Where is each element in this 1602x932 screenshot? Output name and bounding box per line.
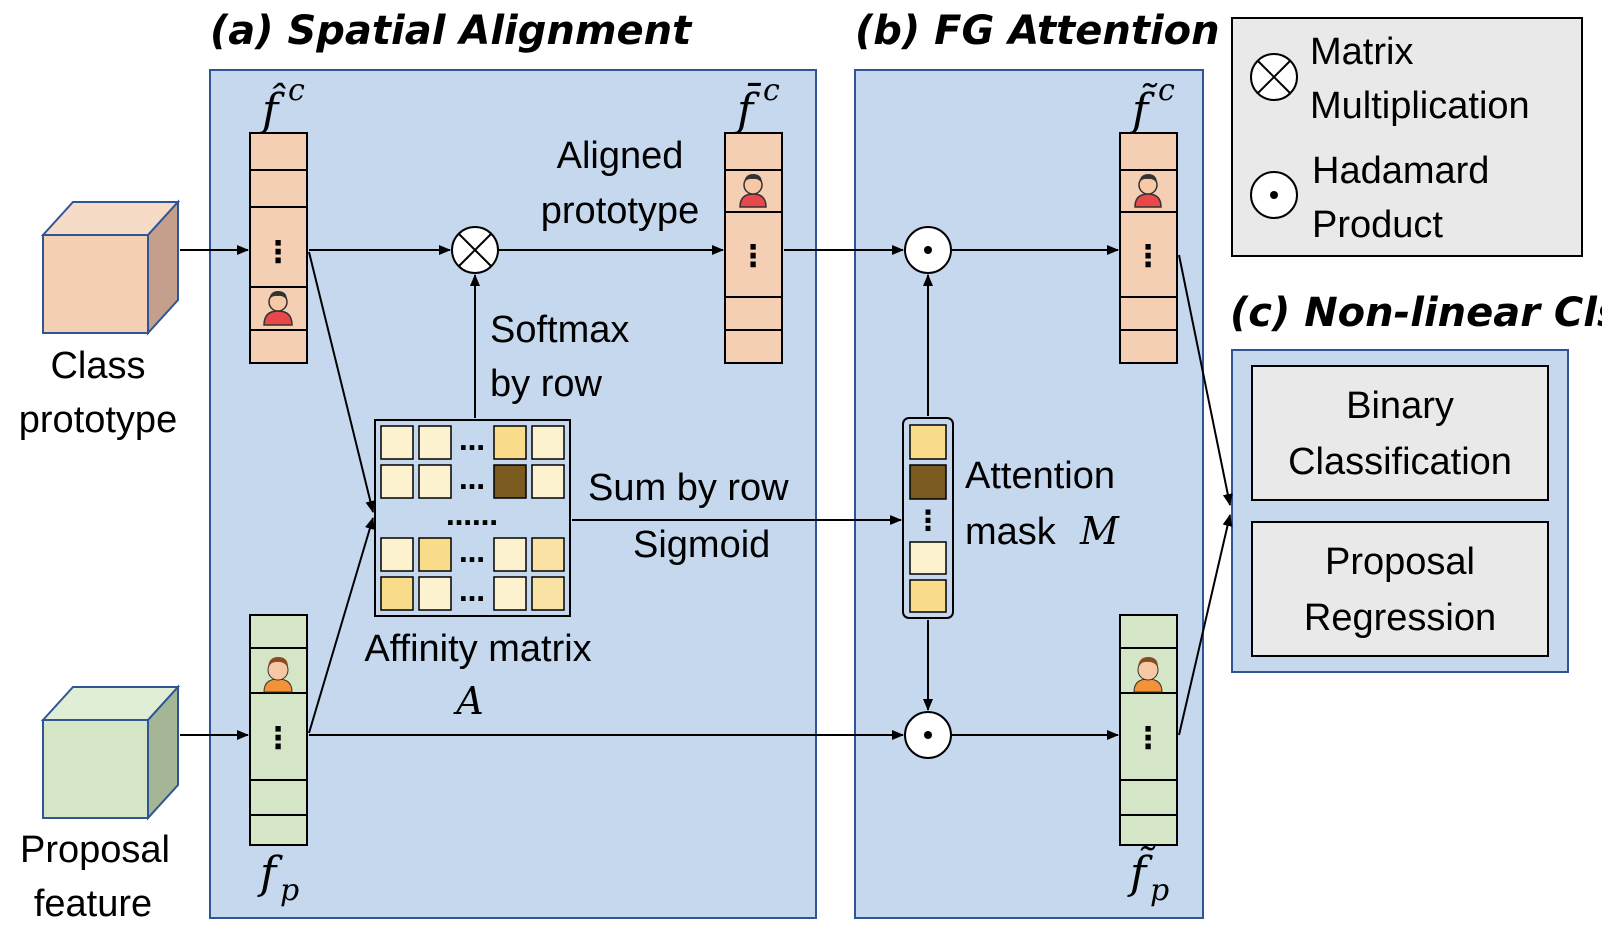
hadamard-op-bottom <box>904 711 952 759</box>
f-tilde-p-subscript: p <box>1150 873 1169 908</box>
mask-symbol: M <box>1079 509 1120 553</box>
legend-matrix-line2: Multiplication <box>1310 85 1530 127</box>
svg-text:⋮: ⋮ <box>914 504 942 537</box>
legend-matrix-line1: Matrix <box>1310 31 1413 73</box>
svg-text:⋮: ⋮ <box>1133 721 1163 756</box>
proposal-feature-label-line1: Proposal <box>20 829 170 871</box>
svg-text:……: …… <box>446 502 498 532</box>
legend-box <box>1231 17 1583 257</box>
affinity-matrix-label: Affinity matrix <box>364 628 591 670</box>
svg-text:⋮: ⋮ <box>263 721 293 756</box>
hadamard-op-top <box>904 226 952 274</box>
svg-text:⋮: ⋮ <box>738 239 768 274</box>
class-prototype-label-line2: prototype <box>19 399 177 441</box>
class-prototype-label-line1: Class <box>50 345 145 387</box>
arrow-ftildec-to-cls <box>1178 254 1233 506</box>
person-icon-proposal <box>263 657 293 693</box>
f-hat-c-stack: ⋮ <box>249 132 308 364</box>
matrix-mult-legend-icon <box>1250 53 1298 101</box>
proposal-feature-label-line2: feature <box>34 883 152 925</box>
legend-hadamard-line1: Hadamard <box>1312 150 1489 192</box>
svg-text:…: … <box>459 539 485 569</box>
svg-text:…: … <box>459 427 485 457</box>
attention-mask-line2: mask <box>965 511 1057 553</box>
binary-classification-box <box>1251 365 1549 501</box>
proposal-feature-cube <box>40 684 181 821</box>
f-tilde-c-stack: ⋮ <box>1119 132 1178 364</box>
title-spatial-alignment: (a) Spatial Alignment <box>210 8 693 54</box>
arrow-fhatc-to-affinity <box>308 251 376 513</box>
f-bar-c-superscript: c <box>763 73 780 108</box>
person-icon-attended-proposal <box>1133 657 1163 693</box>
hadamard-legend-icon <box>1250 171 1298 219</box>
person-icon-prototype <box>263 291 293 326</box>
arrow-ftildep-to-cls <box>1178 514 1233 736</box>
class-prototype-cube <box>40 199 181 336</box>
regression-line2: Regression <box>1304 597 1496 639</box>
legend-hadamard-line2: Product <box>1312 204 1443 246</box>
svg-text:⋮: ⋮ <box>263 235 293 270</box>
affinity-symbol: A <box>453 679 483 723</box>
sigmoid-label: Sigmoid <box>633 524 770 566</box>
svg-text:…: … <box>459 578 485 608</box>
svg-text:⋮: ⋮ <box>1133 239 1163 274</box>
arrow-fp-to-affinity <box>308 517 375 734</box>
aligned-prototype-line1: Aligned <box>557 135 684 177</box>
f-tilde-c-superscript: c <box>1158 73 1175 108</box>
aligned-prototype-line2: prototype <box>541 190 699 232</box>
binary-line1: Binary <box>1346 385 1454 427</box>
matrix-multiplication-op <box>451 226 499 274</box>
person-icon-aligned <box>739 174 767 208</box>
softmax-line2: by row <box>490 363 602 405</box>
svg-text:…: … <box>459 466 485 496</box>
f-p-stack: ⋮ <box>249 614 308 846</box>
affinity-matrix: … … …… … … <box>374 419 571 617</box>
attention-mask-line1: Attention <box>965 455 1115 497</box>
person-icon-attended-prototype <box>1134 174 1162 208</box>
sum-by-row-label: Sum by row <box>588 467 789 509</box>
attention-mask: ⋮ <box>902 417 954 619</box>
f-p-subscript: p <box>280 873 299 908</box>
binary-line2: Classification <box>1288 441 1512 483</box>
regression-line1: Proposal <box>1325 541 1475 583</box>
f-tilde-p-stack: ⋮ <box>1119 614 1178 846</box>
title-fg-attention: (b) FG Attention <box>855 8 1220 54</box>
f-hat-c-superscript: c <box>288 73 305 108</box>
proposal-regression-box <box>1251 521 1549 657</box>
softmax-line1: Softmax <box>490 309 629 351</box>
f-bar-c-stack: ⋮ <box>724 132 783 364</box>
title-non-linear-cls: (c) Non-linear Cls <box>1230 290 1602 336</box>
